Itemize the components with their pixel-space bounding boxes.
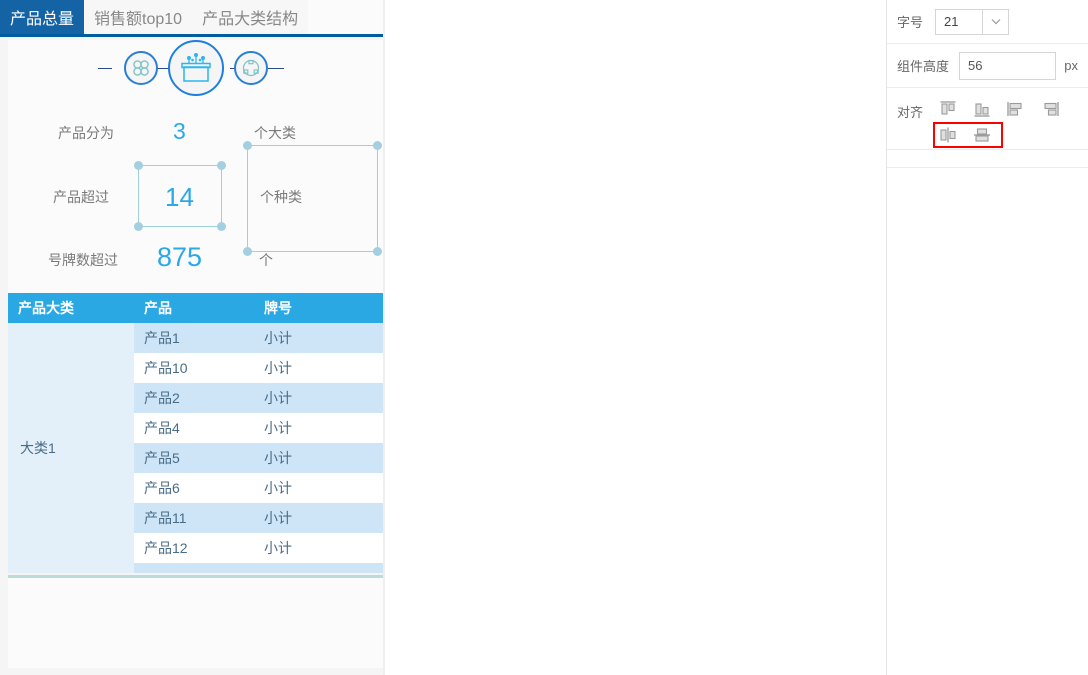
process-connector xyxy=(268,68,284,69)
font-size-select[interactable]: 21 xyxy=(935,8,1010,35)
stat-row-categories: 产品分为 3 个大类 xyxy=(0,118,383,148)
clover-icon[interactable] xyxy=(124,51,158,85)
align-section: 对齐 xyxy=(887,88,1088,150)
stat-unit: 个 xyxy=(259,252,273,268)
selection-box-unit-label[interactable] xyxy=(243,141,382,256)
align-top-icon[interactable] xyxy=(931,96,965,122)
canvas-edge xyxy=(383,0,385,675)
component-height-label: 组件高度 xyxy=(897,59,950,74)
resize-handle-bottom-right[interactable] xyxy=(217,222,226,231)
stat-row-products: 产品超过 14 个种类 xyxy=(0,182,383,212)
canvas-separator xyxy=(8,575,383,578)
dashboard-canvas: 产品总量 销售额top10 产品大类结构 xyxy=(0,0,383,675)
stat-unit: 个种类 xyxy=(260,189,302,205)
stat-value[interactable]: 875 xyxy=(157,242,203,272)
resize-handle-top-left[interactable] xyxy=(134,161,143,170)
column-header-brand[interactable]: 牌号 xyxy=(264,300,292,316)
cell-product: 产品4 xyxy=(144,420,180,436)
font-size-section: 字号 21 xyxy=(887,0,1088,44)
resize-handle-top-left[interactable] xyxy=(243,141,252,150)
cell-product: 产品5 xyxy=(144,450,180,466)
column-header-category[interactable]: 产品大类 xyxy=(18,300,74,316)
stat-label: 号牌数超过 xyxy=(48,252,118,268)
table-rows: 产品1 小计 产品10 小计 产品2 小计 产品4 小计 xyxy=(134,323,383,573)
cell-product: 产品12 xyxy=(144,540,188,556)
table-row[interactable]: 产品12 小计 xyxy=(134,533,383,563)
table-row[interactable]: 产品11 小计 xyxy=(134,503,383,533)
table-group-cell: 大类1 xyxy=(8,323,134,573)
table-row[interactable]: 产品5 小计 xyxy=(134,443,383,473)
table-row[interactable]: 产品10 小计 xyxy=(134,353,383,383)
align-button-grid xyxy=(931,96,1078,148)
chevron-down-icon[interactable] xyxy=(982,9,1008,34)
cell-brand: 小计 xyxy=(264,390,292,406)
table-row[interactable]: 产品2 小计 xyxy=(134,383,383,413)
cell-brand: 小计 xyxy=(264,540,292,556)
component-height-section: 组件高度 56 px xyxy=(887,44,1088,88)
table-row[interactable]: 产品6 小计 xyxy=(134,473,383,503)
table-body: 大类1 产品1 小计 产品10 小计 产品2 小计 产品4 xyxy=(8,323,383,573)
process-connector xyxy=(150,68,174,69)
align-left-icon[interactable] xyxy=(999,96,1033,122)
process-icon-row xyxy=(98,40,284,98)
stat-unit: 个大类 xyxy=(254,125,296,141)
product-table: 产品大类 产品 牌号 大类1 产品1 小计 产品10 小计 产品2 xyxy=(8,293,383,573)
tab-product-total[interactable]: 产品总量 xyxy=(0,0,85,34)
table-row[interactable]: 产品4 小计 xyxy=(134,413,383,443)
stat-value[interactable]: 14 xyxy=(165,182,194,212)
cell-brand: 小计 xyxy=(264,420,292,436)
panel-divider xyxy=(887,167,1088,168)
process-connector xyxy=(98,68,112,69)
align-horizontal-center-icon[interactable] xyxy=(965,122,999,148)
tab-bar: 产品总量 销售额top10 产品大类结构 xyxy=(0,0,383,37)
cell-product: 产品2 xyxy=(144,390,180,406)
align-label: 对齐 xyxy=(897,105,924,120)
cell-brand: 小计 xyxy=(264,330,292,346)
tab-sales-top10[interactable]: 销售额top10 xyxy=(84,0,193,34)
font-size-value[interactable]: 21 xyxy=(944,14,959,29)
resize-handle-top-right[interactable] xyxy=(373,141,382,150)
selection-box-product-count[interactable] xyxy=(134,161,226,231)
table-header-row: 产品大类 产品 牌号 xyxy=(8,293,383,323)
cell-brand: 小计 xyxy=(264,360,292,376)
resize-handle-bottom-left[interactable] xyxy=(134,222,143,231)
product-box-icon[interactable] xyxy=(168,40,224,96)
stat-label: 产品分为 xyxy=(58,125,114,141)
resize-handle-bottom-right[interactable] xyxy=(373,247,382,256)
network-node-icon[interactable] xyxy=(234,51,268,85)
cell-product: 产品10 xyxy=(144,360,188,376)
cell-product: 产品6 xyxy=(144,480,180,496)
stat-label: 产品超过 xyxy=(53,189,109,205)
cell-brand: 小计 xyxy=(264,510,292,526)
cell-product: 产品11 xyxy=(144,510,187,526)
table-row[interactable]: 产品1 小计 xyxy=(134,323,383,353)
resize-handle-top-right[interactable] xyxy=(217,161,226,170)
align-right-icon[interactable] xyxy=(1033,96,1067,122)
stat-value[interactable]: 3 xyxy=(173,118,186,144)
resize-handle-bottom-left[interactable] xyxy=(243,247,252,256)
component-height-input[interactable]: 56 xyxy=(959,51,1057,80)
column-header-product[interactable]: 产品 xyxy=(144,300,172,316)
cell-brand: 小计 xyxy=(264,450,292,466)
cell-brand: 小计 xyxy=(264,480,292,496)
table-row-partial xyxy=(134,563,383,573)
tab-category-structure[interactable]: 产品大类结构 xyxy=(192,0,309,34)
cell-product: 产品1 xyxy=(144,330,180,346)
tab-bar-filler xyxy=(308,0,383,34)
component-height-unit: px xyxy=(1064,58,1078,73)
font-size-label: 字号 xyxy=(897,15,924,30)
empty-widget-panel[interactable] xyxy=(8,578,383,668)
align-bottom-icon[interactable] xyxy=(965,96,999,122)
align-vertical-center-icon[interactable] xyxy=(931,122,965,148)
properties-panel: 字号 21 组件高度 56 px 对齐 xyxy=(886,0,1088,675)
stat-row-brands: 号牌数超过 875 个 xyxy=(0,242,383,275)
